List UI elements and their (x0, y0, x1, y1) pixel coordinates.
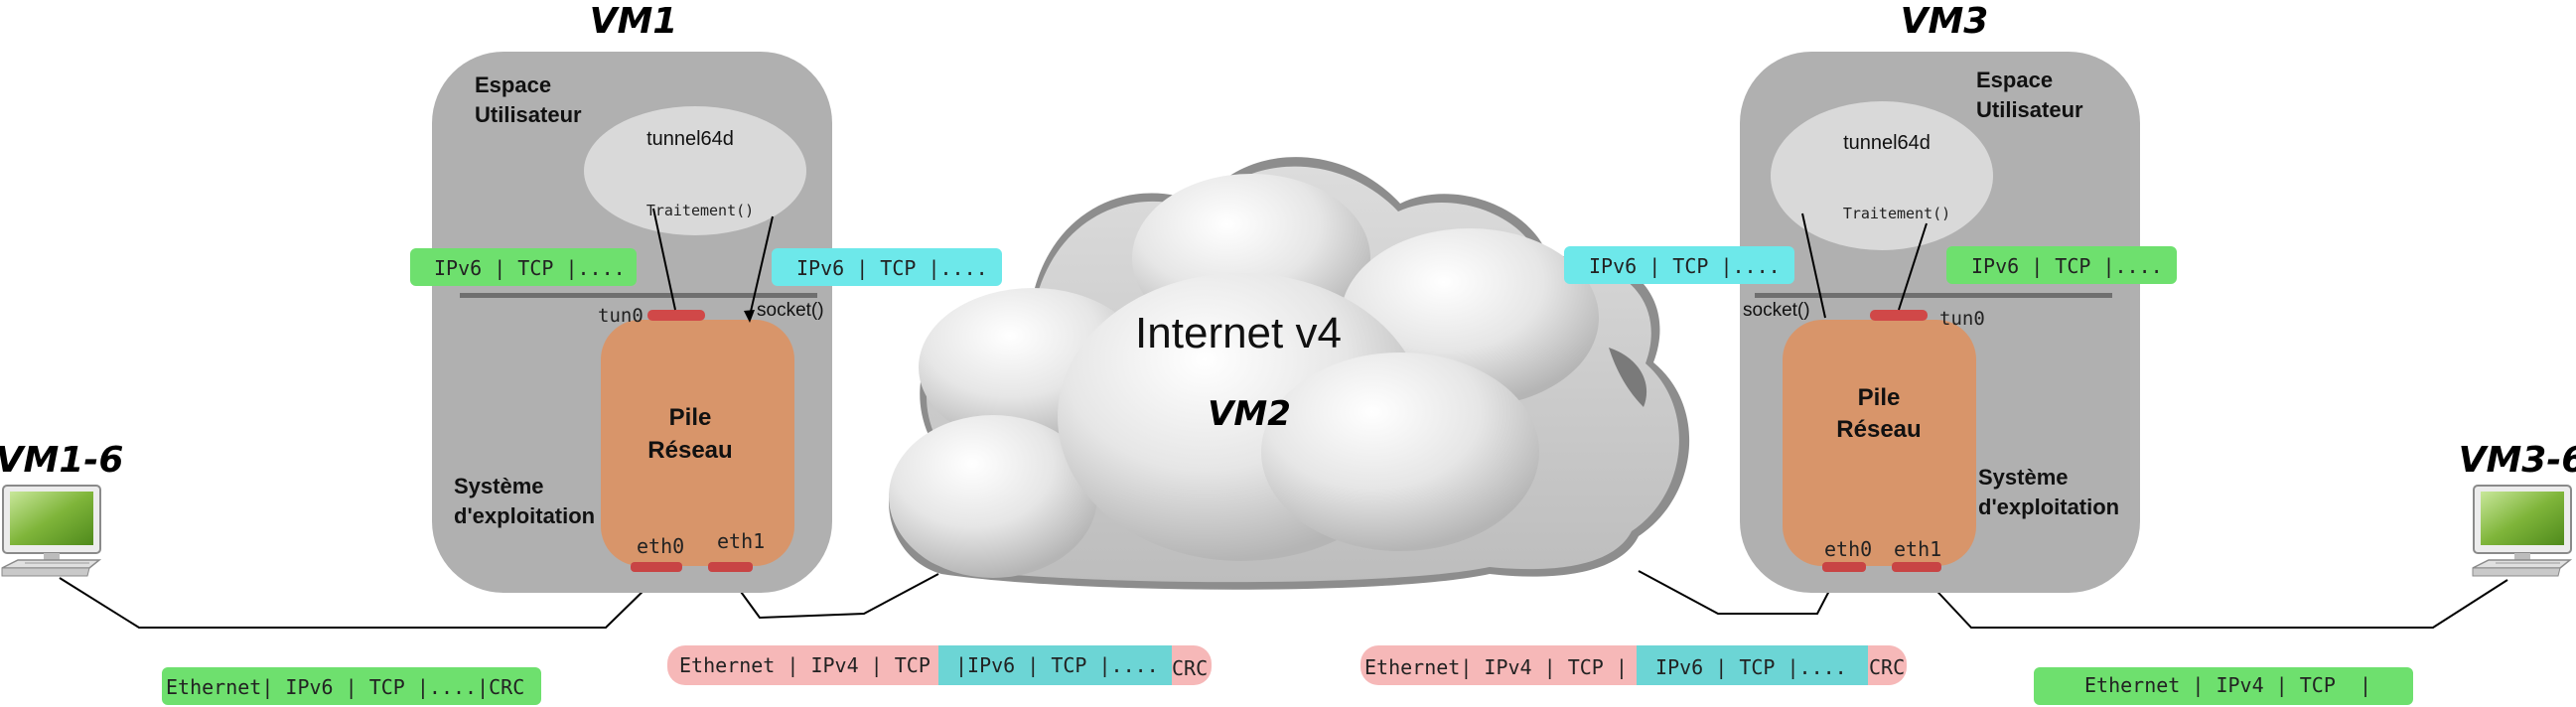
vm3-tun-link (1898, 222, 1928, 311)
vm3-tun0-label: tun0 (1939, 308, 1985, 330)
vm3-tunnel-process (1771, 101, 1993, 250)
wire-vm1-6-to-vm1 (59, 577, 651, 629)
packet-host3: Ethernet | IPv4 | TCP | (2034, 667, 2413, 705)
internet-cloud: Internet v4 VM2 (888, 157, 1690, 590)
vm3-tun0-port (1870, 310, 1928, 321)
network-wires (59, 565, 2508, 629)
vm1-os-line2: d'exploitation (454, 503, 595, 528)
vm3-stack-line2: Réseau (1836, 416, 1921, 443)
vm3-kernel-boundary (1755, 293, 2112, 298)
vm1-tun0-port (647, 310, 705, 321)
vm3-title: VM3 (1901, 1, 1989, 42)
vm3-stack-line1: Pile (1858, 384, 1901, 411)
vm1-eth0-port (631, 562, 682, 572)
cloud-vm2-label: VM2 (1208, 394, 1291, 434)
vm3-os-line1: Système (1978, 465, 2069, 490)
vm1-user-space-line2: Utilisateur (475, 102, 582, 127)
vm1-os-line1: Système (454, 474, 544, 498)
vm3-eth1-label: eth1 (1894, 537, 1941, 561)
vm1-eth1-label: eth1 (717, 529, 765, 553)
vm3-network-stack (1783, 320, 1976, 566)
vm1-box: Espace Utilisateur tunnel64d Traitement(… (432, 52, 832, 593)
vm1-tun0-label: tun0 (598, 305, 644, 327)
vm1-6-base (1, 567, 90, 577)
packet-vm1-socket-bg (772, 248, 1002, 286)
vm3-box: Espace Utilisateur tunnel64d Traitement(… (1740, 52, 2140, 593)
vm1-stack-line1: Pile (669, 404, 712, 431)
vm1-6-keyboard (1, 559, 102, 569)
cloud-puff-right-bottom (1261, 353, 1539, 551)
packet-wire1-inner-text: |IPv6 | TCP |.... (955, 653, 1159, 677)
packet-wire2: Ethernet| IPv4 | TCP | IPv6 | TCP |.... … (1360, 645, 1907, 685)
vm3-6-base (2472, 567, 2561, 577)
packet-vm1-tun-bg (410, 248, 637, 286)
vm1-6-screen (10, 492, 93, 545)
packet-wire2-inner-text: IPv6 | TCP |.... (1644, 655, 1847, 679)
cloud-title: Internet v4 (1135, 309, 1342, 357)
vm3-6-title: VM3-6 (2459, 440, 2576, 481)
packet-vm3-socket: IPv6 | TCP |.... (1564, 246, 1794, 284)
vm1-tunnel-process (584, 106, 806, 235)
packet-vm1-tun-text: IPv6 | TCP |.... (434, 256, 626, 280)
packet-wire2-inner-bg (1637, 645, 1868, 685)
cloud-puff-left-bottom (889, 415, 1097, 578)
vm1-socket-link (749, 215, 774, 317)
vm3-6-stand (2514, 553, 2530, 560)
vm1-eth1-port (708, 562, 753, 572)
vm1-kernel-boundary (460, 293, 817, 298)
vm1-network-stack (601, 320, 794, 566)
vm1-title: VM1 (590, 1, 678, 42)
vm1-stack-line2: Réseau (647, 437, 732, 464)
computer-vm1-6-icon (1, 485, 102, 577)
vm3-treatment: Traitement() (1843, 205, 1950, 222)
packet-vm3-tun-text: IPv6 | TCP |.... (1971, 254, 2163, 278)
packet-vm3-tun-bg (1946, 246, 2177, 284)
packet-wire2-crc: CRC (1869, 655, 1905, 679)
vm3-eth0-label: eth0 (1824, 537, 1872, 561)
vm1-6-title: VM1-6 (0, 440, 123, 481)
vm3-user-space-line1: Espace (1976, 68, 2053, 92)
vm1-user-space-line1: Espace (475, 72, 551, 97)
vm3-socket-link (1801, 212, 1826, 319)
vm3-socket-label: socket() (1743, 300, 1810, 321)
packet-vm1-socket-text: IPv6 | TCP |.... (796, 256, 988, 280)
packet-host3-text: Ethernet | IPv4 | TCP | (2084, 673, 2371, 697)
packet-vm1-tun: IPv6 | TCP |.... (410, 248, 637, 286)
vm1-socket-arrow-icon (744, 310, 755, 323)
cloud-shadow (1609, 348, 1647, 407)
packet-host3-bg (2034, 667, 2413, 705)
vm1-6-stand (44, 553, 60, 560)
vm3-process-name: tunnel64d (1843, 132, 1931, 154)
packet-host1: Ethernet| IPv6 | TCP |....|CRC (162, 667, 541, 705)
vm3-os-line2: d'exploitation (1978, 495, 2119, 519)
packet-wire1-crc: CRC (1172, 656, 1208, 680)
vm3-eth0-port (1822, 562, 1866, 572)
vm1-treatment: Traitement() (646, 202, 754, 219)
vm1-eth0-label: eth0 (637, 534, 684, 558)
packet-host1-bg (162, 667, 541, 705)
packet-wire1-outer-text: Ethernet | IPv4 | TCP (679, 653, 942, 677)
packet-vm3-tun: IPv6 | TCP |.... (1946, 246, 2177, 284)
vm1-process-name: tunnel64d (646, 128, 734, 150)
vm3-6-screen (2481, 492, 2564, 545)
wire-vm3-to-vm3-6 (1926, 579, 2508, 629)
vm3-6-keyboard (2472, 559, 2573, 569)
packet-wire1-inner-bg (938, 645, 1172, 685)
packet-vm3-socket-bg (1564, 246, 1794, 284)
vm3-user-space-line2: Utilisateur (1976, 97, 2083, 122)
wire-vm1-to-cloud (727, 573, 939, 620)
computer-vm3-6-icon (2472, 485, 2573, 577)
vm3-eth1-port (1892, 562, 1941, 572)
packet-wire1: Ethernet | IPv4 | TCP |IPv6 | TCP |.... … (667, 645, 1212, 685)
packet-host1-text: Ethernet| IPv6 | TCP |....|CRC (166, 675, 524, 699)
packet-vm1-socket: IPv6 | TCP |.... (772, 248, 1002, 286)
vm1-tun-link (652, 208, 676, 311)
packet-vm3-socket-text: IPv6 | TCP |.... (1589, 254, 1781, 278)
packet-wire2-outer-text: Ethernet| IPv4 | TCP | (1364, 655, 1628, 679)
vm1-socket-label: socket() (757, 300, 824, 321)
